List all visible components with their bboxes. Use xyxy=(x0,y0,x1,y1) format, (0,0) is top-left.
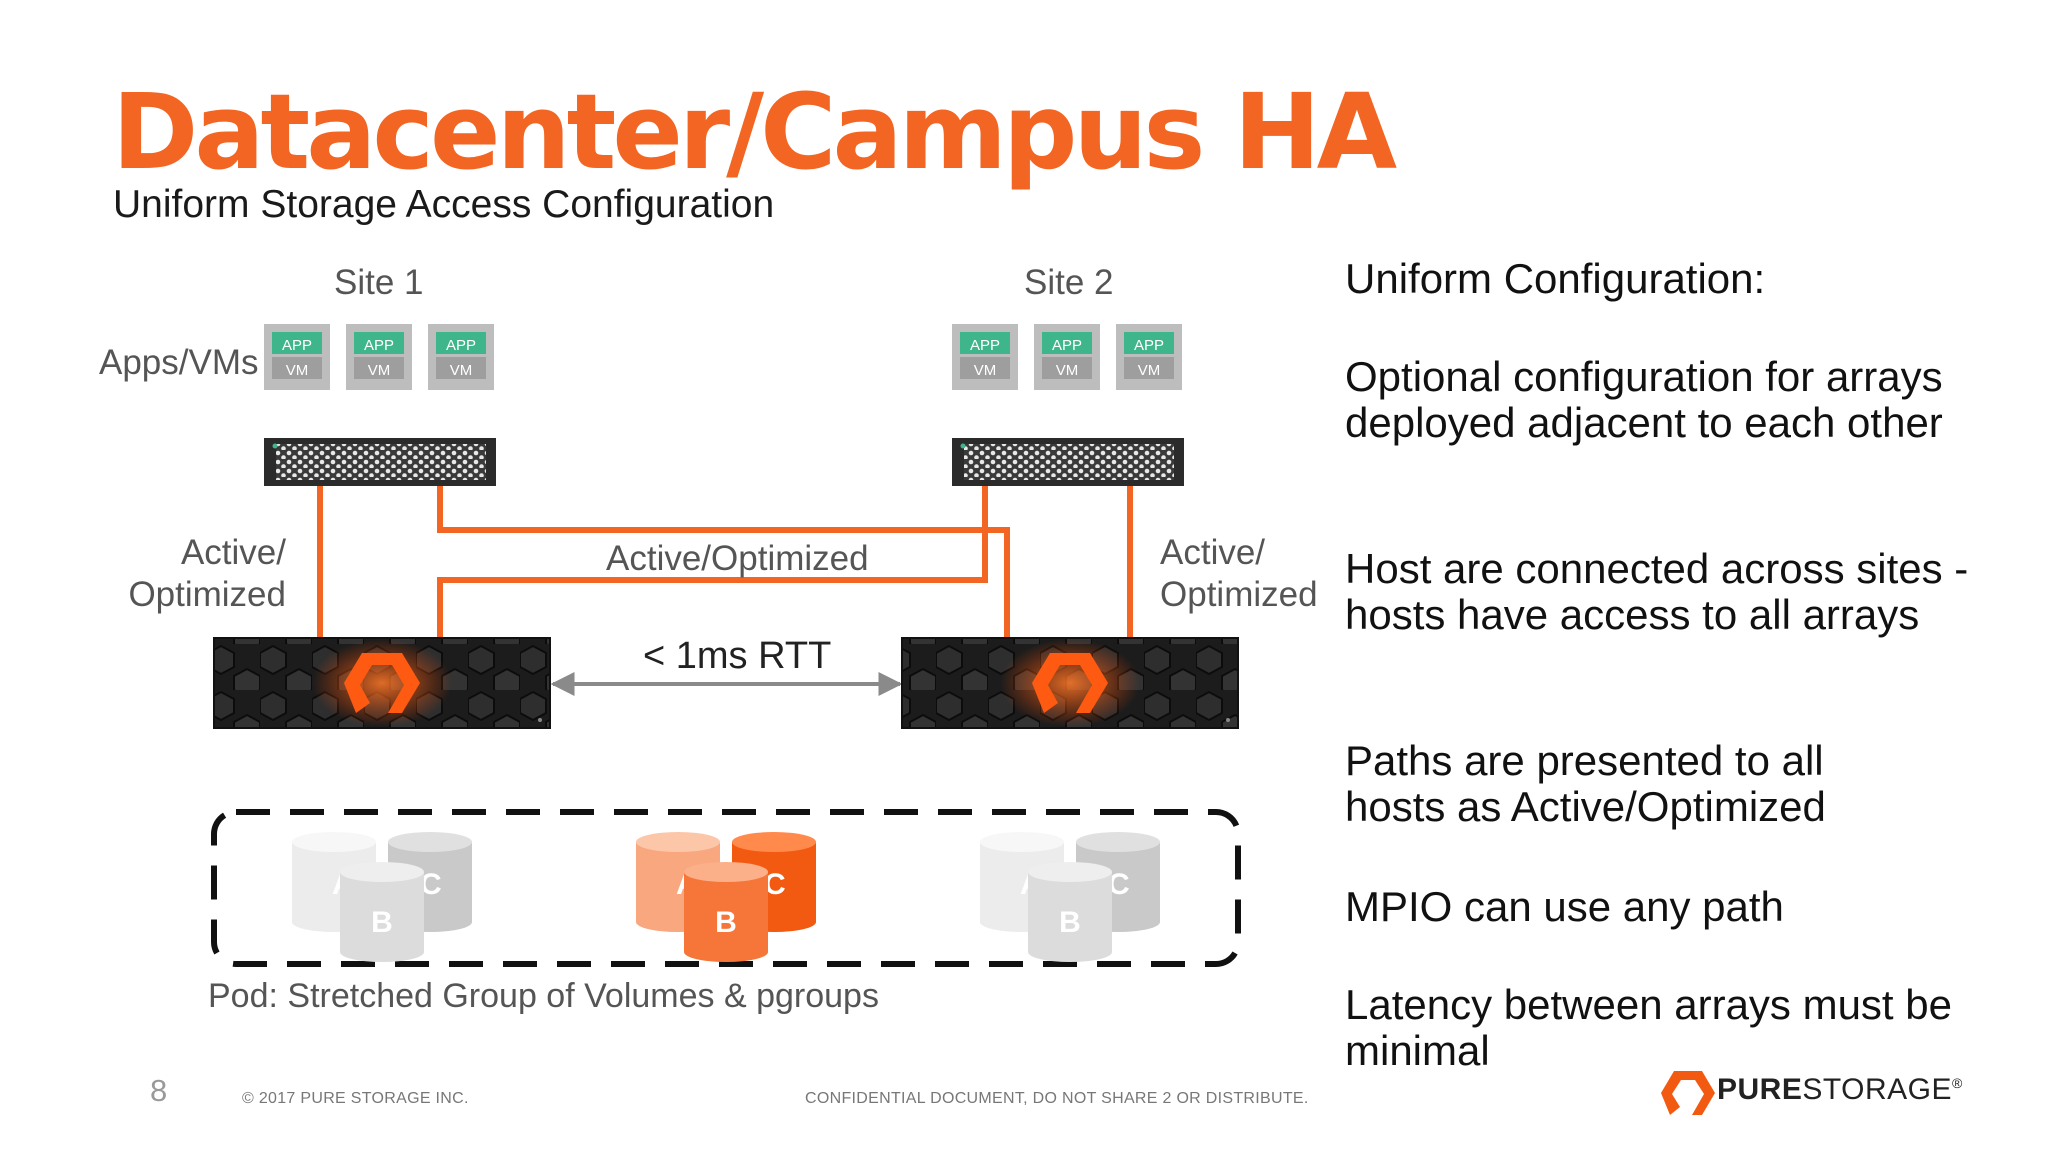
svg-text:VM: VM xyxy=(1056,362,1079,379)
confidential-text: CONFIDENTIAL DOCUMENT, DO NOT SHARE 2 OR… xyxy=(805,1090,1309,1107)
left-path-label: Active/ Optimized xyxy=(120,532,286,616)
volume-c-label: C xyxy=(1108,868,1130,901)
right-path-label: Active/ Optimized xyxy=(1160,532,1318,616)
site2-vm-1: APP VM xyxy=(952,324,1018,390)
site1-vm-1: APP VM xyxy=(264,324,330,390)
pod-boundary xyxy=(211,809,1241,967)
right-panel-point-5: Latency between arrays must be minimal xyxy=(1345,981,1952,1074)
volume-c-label: C xyxy=(764,868,786,901)
logo-regular-text: STORAGE xyxy=(1802,1073,1953,1106)
right-path-label-line2: Optimized xyxy=(1160,575,1318,614)
svg-text:VM: VM xyxy=(974,362,997,379)
site1-host-to-array2 xyxy=(437,484,1010,640)
svg-text:APP: APP xyxy=(1134,337,1164,354)
slide-subtitle: Uniform Storage Access Configuration xyxy=(113,183,775,226)
logo-registered-mark: ® xyxy=(1952,1075,1963,1091)
slide-title: Datacenter/Campus HA xyxy=(112,71,1397,193)
volume-c-label: C xyxy=(420,868,442,901)
site1-label: Site 1 xyxy=(334,263,424,302)
apps-vms-label: Apps/VMs xyxy=(99,343,259,382)
pod-label: Pod: Stretched Group of Volumes & pgroup… xyxy=(208,977,879,1015)
copyright-text: © 2017 PURE STORAGE INC. xyxy=(242,1090,469,1107)
svg-text:APP: APP xyxy=(446,337,476,354)
pure-storage-logo-icon xyxy=(1661,1071,1715,1115)
volume-b-label: B xyxy=(715,906,737,939)
volume-group-center: A C B xyxy=(636,832,816,962)
site2-vm-2: APP VM xyxy=(1034,324,1100,390)
storage-array-1 xyxy=(213,637,551,729)
rtt-label: < 1ms RTT xyxy=(643,635,832,677)
site2-host-switch xyxy=(952,438,1184,486)
site1-vm-2: APP VM xyxy=(346,324,412,390)
svg-text:APP: APP xyxy=(364,337,394,354)
right-panel-heading: Uniform Configuration: xyxy=(1345,255,1766,302)
pure-logo-icon xyxy=(344,653,420,713)
site2-vm-3: APP VM xyxy=(1116,324,1182,390)
logo-bold-text: PURE xyxy=(1717,1073,1803,1106)
pure-logo-icon xyxy=(1032,653,1108,713)
pure-storage-logo: PURESTORAGE® xyxy=(1717,1073,1963,1107)
site2-label: Site 2 xyxy=(1024,263,1114,302)
right-panel-point-2: Host are connected across sites - hosts … xyxy=(1345,545,1969,638)
site1-host-switch xyxy=(264,438,496,486)
site1-vm-3: APP VM xyxy=(428,324,494,390)
right-panel-point-3: Paths are presented to all hosts as Acti… xyxy=(1345,737,1826,830)
right-panel-point-1: Optional configuration for arrays deploy… xyxy=(1345,353,1943,446)
page-number: 8 xyxy=(150,1073,168,1108)
svg-text:VM: VM xyxy=(286,362,309,379)
svg-text:VM: VM xyxy=(368,362,391,379)
svg-text:VM: VM xyxy=(1138,362,1161,379)
path-lines xyxy=(317,484,1133,640)
svg-text:VM: VM xyxy=(450,362,473,379)
volume-group-right: A C B xyxy=(980,832,1160,962)
storage-array-2 xyxy=(901,637,1239,729)
volume-b-label: B xyxy=(371,906,393,939)
volume-b-label: B xyxy=(1059,906,1081,939)
right-panel-point-4: MPIO can use any path xyxy=(1345,883,1784,930)
svg-text:APP: APP xyxy=(1052,337,1082,354)
left-path-label-line1: Active/ xyxy=(180,533,286,572)
svg-text:APP: APP xyxy=(970,337,1000,354)
cross-path-label: Active/Optimized xyxy=(606,539,869,578)
volume-group-left: A C B xyxy=(292,832,472,962)
svg-text:APP: APP xyxy=(282,337,312,354)
site2-host-to-array1 xyxy=(437,484,988,640)
left-path-label-line2: Optimized xyxy=(128,575,286,614)
right-path-label-line1: Active/ xyxy=(1160,533,1266,572)
